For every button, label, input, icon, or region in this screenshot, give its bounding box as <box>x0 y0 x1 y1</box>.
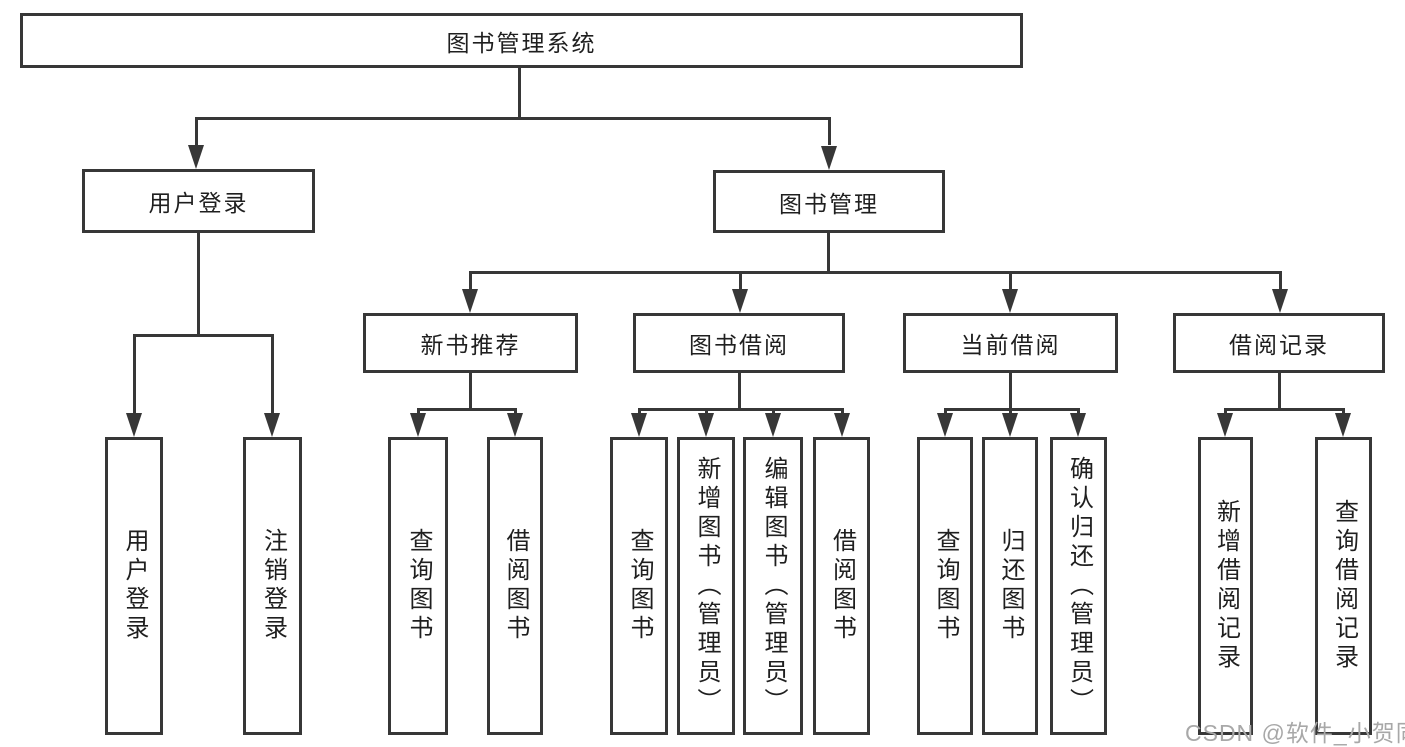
node-leaf-query-books-current: 查询图书 <box>917 437 973 735</box>
connector-line <box>1278 373 1281 410</box>
connector-line <box>133 334 274 337</box>
node-new-book-recommend: 新书推荐 <box>363 313 578 373</box>
connector-line <box>469 271 1281 274</box>
node-label: 查询图书 <box>932 528 959 644</box>
arrowhead-down <box>462 289 478 313</box>
connector-line <box>944 408 1080 411</box>
connector-line <box>417 408 517 411</box>
connector-line <box>944 408 947 416</box>
arrowhead-down <box>937 413 953 437</box>
node-label: 注销登录 <box>259 528 287 644</box>
arrowhead-down <box>1217 413 1233 437</box>
arrowhead-down <box>631 413 647 437</box>
node-leaf-add-borrow-record: 新增借阅记录 <box>1198 437 1253 735</box>
connector-line <box>271 334 274 413</box>
arrowhead-down <box>698 413 714 437</box>
node-label: 用户登录 <box>121 528 148 644</box>
connector-line <box>196 117 831 120</box>
node-leaf-borrow-books-borrowing: 借阅图书 <box>813 437 870 735</box>
arrowhead-down <box>188 145 204 169</box>
node-leaf-edit-books-admin: 编辑图书（管理员） <box>743 437 803 735</box>
connector-line <box>638 408 641 416</box>
connector-line <box>133 334 136 413</box>
connector-line <box>197 233 200 336</box>
node-user-login-branch: 用户登录 <box>82 169 315 233</box>
connector-line <box>1342 408 1345 416</box>
node-current-borrowing: 当前借阅 <box>903 313 1118 373</box>
node-label: 确认归还（管理员） <box>1065 455 1093 717</box>
arrowhead-down <box>507 413 523 437</box>
connector-line <box>828 117 831 145</box>
connector-line <box>514 408 517 416</box>
node-label: 用户登录 <box>148 190 249 216</box>
connector-line <box>1224 408 1227 416</box>
node-root-library-system: 图书管理系统 <box>20 13 1023 68</box>
node-leaf-confirm-return-admin: 确认归还（管理员） <box>1050 437 1107 735</box>
node-label: 图书管理系统 <box>446 29 597 56</box>
arrowhead-down <box>410 413 426 437</box>
node-leaf-return-books: 归还图书 <box>982 437 1038 735</box>
arrowhead-down <box>765 413 781 437</box>
connector-line <box>739 271 742 291</box>
connector-line <box>469 271 472 291</box>
node-label: 借阅图书 <box>828 528 856 644</box>
node-label: 查询图书 <box>405 528 432 644</box>
connector-line <box>1279 271 1282 291</box>
connector-line <box>841 408 844 416</box>
arrowhead-down <box>1002 289 1018 313</box>
node-leaf-logout: 注销登录 <box>243 437 302 735</box>
connector-line <box>1009 373 1012 410</box>
node-label: 新增图书（管理员） <box>693 455 720 717</box>
connector-line <box>827 233 830 273</box>
node-label: 当前借阅 <box>960 332 1061 358</box>
arrowhead-down <box>732 289 748 313</box>
connector-line <box>469 373 472 410</box>
node-label: 借阅记录 <box>1229 332 1329 358</box>
node-leaf-user-login: 用户登录 <box>105 437 163 735</box>
node-label: 编辑图书（管理员） <box>760 455 787 717</box>
node-label: 新增借阅记录 <box>1212 499 1240 673</box>
arrowhead-down <box>834 413 850 437</box>
connector-line <box>195 117 198 145</box>
arrowhead-down <box>1002 413 1018 437</box>
arrowhead-down <box>1272 289 1288 313</box>
arrowhead-down <box>1070 413 1086 437</box>
node-leaf-borrow-books-recommend: 借阅图书 <box>487 437 543 735</box>
connector-line <box>1009 271 1012 291</box>
csdn-watermark: CSDN @软件_小贺同学 <box>1185 720 1405 746</box>
node-leaf-query-books-recommend: 查询图书 <box>388 437 448 735</box>
node-book-borrowing: 图书借阅 <box>633 313 845 373</box>
node-leaf-add-books-admin: 新增图书（管理员） <box>677 437 735 735</box>
arrowhead-down <box>264 413 280 437</box>
connector-line <box>417 408 420 416</box>
node-leaf-query-books-borrowing: 查询图书 <box>610 437 668 735</box>
connector-line <box>1077 408 1080 416</box>
connector-line <box>1224 408 1345 411</box>
connector-line <box>772 408 775 416</box>
arrowhead-down <box>1335 413 1351 437</box>
node-label: 查询借阅记录 <box>1330 499 1358 673</box>
connector-line <box>518 68 521 118</box>
node-label: 归还图书 <box>997 528 1024 644</box>
connector-line <box>738 373 741 410</box>
node-leaf-query-borrow-record: 查询借阅记录 <box>1315 437 1372 735</box>
node-label: 图书管理 <box>779 190 879 217</box>
connector-line <box>705 408 708 416</box>
node-label: 查询图书 <box>626 528 653 644</box>
node-label: 图书借阅 <box>689 332 789 358</box>
node-book-management-branch: 图书管理 <box>713 170 945 233</box>
node-label: 借阅图书 <box>502 528 529 644</box>
connector-line <box>1009 408 1012 416</box>
node-borrowing-records: 借阅记录 <box>1173 313 1385 373</box>
arrowhead-down <box>821 146 837 170</box>
connector-line <box>638 408 844 411</box>
node-label: 新书推荐 <box>420 332 521 358</box>
arrowhead-down <box>126 413 142 437</box>
